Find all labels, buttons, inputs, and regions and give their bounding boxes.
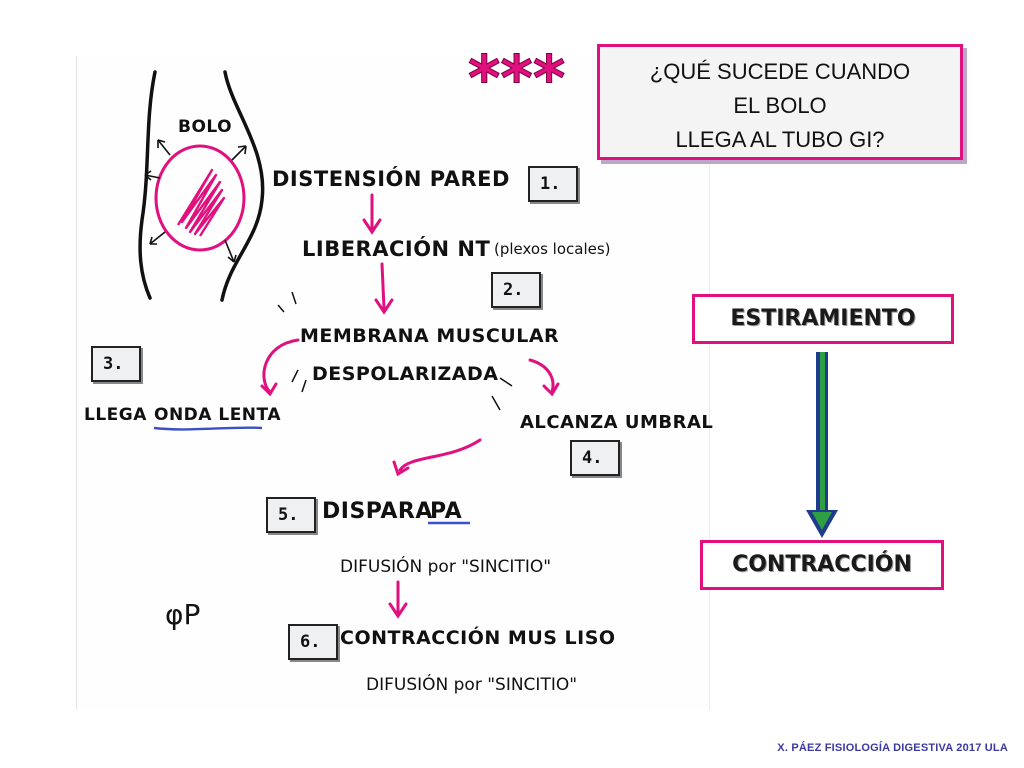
question-line-1: ¿QUÉ SUCEDE CUANDO <box>649 59 911 84</box>
note-difusion-1: DIFUSIÓN por "SINCITIO" <box>340 555 551 577</box>
activity-marks <box>277 291 513 411</box>
sketch-sheet <box>76 56 710 710</box>
distension-arrows <box>144 139 247 263</box>
step-despolarizada: DESPOLARIZADA <box>312 363 498 385</box>
term-contraccion: CONTRACCIÓN <box>700 540 944 590</box>
step-contraccion-mus: CONTRACCIÓN MUS LISO <box>340 625 616 649</box>
footer-credit: X. PÁEZ FISIOLOGÍA DIGESTIVA 2017 ULA <box>777 742 1008 754</box>
tube-wall-left <box>138 70 157 300</box>
importance-stars: *** <box>468 42 565 115</box>
bolus-scribble <box>176 168 226 237</box>
step-distension: DISTENSIÓN PARED <box>272 166 510 191</box>
step-number-6: 6. <box>288 624 338 660</box>
step-number-4: 4. <box>570 440 620 476</box>
tube-wall-right <box>220 70 265 302</box>
label-bolo: BOLO <box>178 117 232 137</box>
flow-arrows <box>260 193 560 619</box>
summary-arrow <box>806 352 838 538</box>
note-plexos: (plexos locales) <box>494 240 611 258</box>
step-number-1: 1. <box>528 166 578 202</box>
note-llega: LLEGA <box>84 405 147 425</box>
note-onda-lenta: ONDA LENTA <box>154 405 281 425</box>
step-membrana: MEMBRANA MUSCULAR <box>300 325 559 347</box>
step-pa: PA <box>430 499 462 524</box>
question-box: ¿QUÉ SUCEDE CUANDO EL BOLO LLEGA AL TUBO… <box>597 44 963 160</box>
step-alcanza-umbral: ALCANZA UMBRAL <box>520 412 713 433</box>
step-number-3: 3. <box>91 346 141 382</box>
step-dispara: DISPARA <box>322 499 433 524</box>
note-difusion-2: DIFUSIÓN por "SINCITIO" <box>366 673 577 695</box>
underline-onda-lenta <box>153 426 263 431</box>
step-number-2: 2. <box>491 272 541 308</box>
bolus-circle <box>154 144 246 252</box>
step-number-5: 5. <box>266 497 316 533</box>
term-estiramiento: ESTIRAMIENTO <box>692 294 954 344</box>
step-liberacion: LIBERACIÓN NT <box>302 236 491 261</box>
margin-mark: φP <box>165 598 200 631</box>
question-line-3: LLEGA AL TUBO GI? <box>675 127 885 152</box>
question-line-2: EL BOLO <box>733 93 827 118</box>
